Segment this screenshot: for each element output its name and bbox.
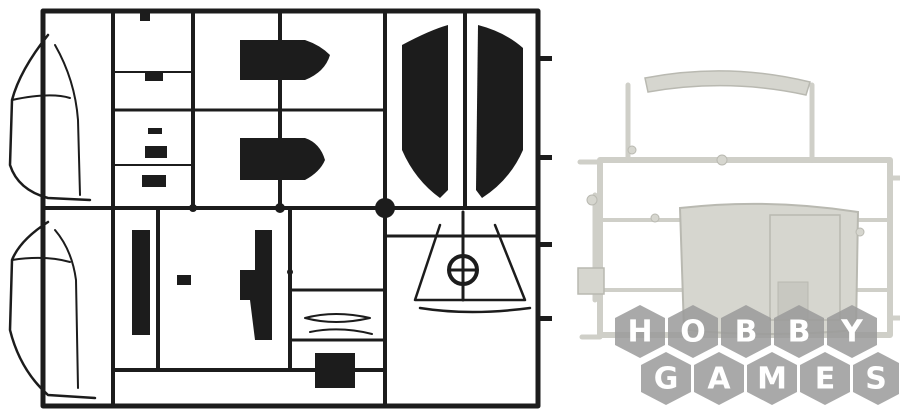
logo-letter: Y: [840, 315, 864, 350]
dark-sprue: [8, 8, 541, 409]
logo-letter: A: [707, 362, 731, 397]
logo-letter: G: [654, 362, 679, 397]
logo-letter: M: [757, 362, 787, 397]
logo-letter: B: [788, 315, 811, 350]
logo-letter: O: [680, 315, 706, 350]
hex-row-games: [641, 352, 899, 405]
light-sprue-parts: [577, 70, 865, 335]
logo-letter: H: [627, 315, 652, 350]
hex-row-hobby: [615, 305, 877, 358]
logo-letter: E: [815, 362, 836, 397]
logo-letter: B: [735, 315, 758, 350]
logo-letter: S: [865, 362, 887, 397]
hobby-games-logo: H O B B Y G A M E S: [615, 305, 899, 405]
dark-sprue-parts: [132, 13, 552, 388]
